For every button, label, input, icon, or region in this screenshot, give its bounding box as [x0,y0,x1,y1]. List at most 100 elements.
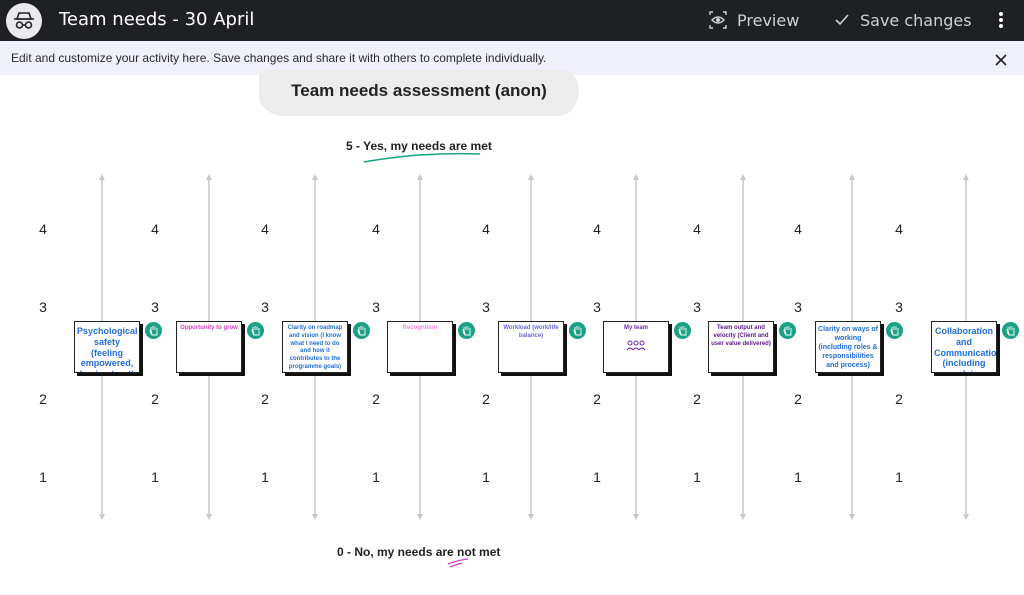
card-label: Clarity on ways of working (including ro… [818,326,878,370]
scale-number: 3 [895,299,903,315]
pink-underline [447,558,469,568]
card-label: My team [623,325,648,331]
scale-number: 1 [261,469,269,485]
scale-number: 2 [261,391,269,407]
axis-arrow-down [528,514,534,520]
card-label: Clarity on roadmap and vision (I know wh… [287,325,343,370]
hand-icon[interactable] [569,322,586,339]
hand-icon[interactable] [145,322,162,339]
green-underline [363,152,481,163]
info-banner: Edit and customize your activity here. S… [0,41,1024,75]
card-label: Recognition [402,325,438,331]
hand-icon[interactable] [353,322,370,339]
card-1[interactable]: Psychological safety (feeling empowered,… [74,321,140,373]
axis-arrow-down [312,514,318,520]
scale-number: 3 [794,299,802,315]
scale-number: 2 [39,391,47,407]
scale-number: 2 [693,391,701,407]
scale-number: 1 [693,469,701,485]
card-4[interactable]: Recognition [387,321,453,373]
axis-arrow-down [633,514,639,520]
scale-number: 4 [39,221,47,237]
axis-arrow-down [963,514,969,520]
top-bar: Team needs - 30 April Preview Save chang… [0,0,1024,41]
scale-number: 3 [482,299,490,315]
save-changes-button[interactable]: Save changes [834,8,972,32]
scale-number: 4 [693,221,701,237]
scale-number: 3 [151,299,159,315]
scale-number: 3 [693,299,701,315]
axis-arrow-up [312,174,318,180]
more-options-icon[interactable] [994,10,1008,30]
scale-number: 2 [482,391,490,407]
axis-arrow-down [740,514,746,520]
axis-arrow-up [417,174,423,180]
scale-number: 3 [39,299,47,315]
hand-icon[interactable] [886,322,903,339]
top-scale-label[interactable]: 5 - Yes, my needs are met [346,139,492,153]
card-label: Psychological safety (feeling empowered,… [77,326,138,372]
hand-icon[interactable] [1002,322,1019,339]
hand-icon[interactable] [779,322,796,339]
scale-number: 1 [151,469,159,485]
scale-number: 1 [372,469,380,485]
hand-icon[interactable] [458,322,475,339]
card-6[interactable]: My team [603,321,669,373]
scale-number: 4 [151,221,159,237]
card-2[interactable]: Opportunity to grow [176,321,242,373]
scale-number: 2 [372,391,380,407]
axis-arrow-up [633,174,639,180]
scale-number: 1 [794,469,802,485]
scale-number: 4 [482,221,490,237]
scale-number: 1 [482,469,490,485]
save-changes-label: Save changes [860,10,972,30]
axis-arrow-up [206,174,212,180]
preview-button[interactable]: Preview [709,8,799,32]
card-label: Team output and velocity (Client and use… [711,325,771,347]
card-5[interactable]: Workload (work/life balance) [498,321,564,373]
people-icon [626,340,646,351]
scale-number: 1 [593,469,601,485]
page-title: Team needs - 30 April [59,9,255,30]
scale-number: 4 [372,221,380,237]
banner-text: Edit and customize your activity here. S… [11,51,547,65]
axis-arrow-down [849,514,855,520]
axis-arrow-down [99,514,105,520]
scale-number: 1 [39,469,47,485]
scale-number: 2 [151,391,159,407]
check-icon [835,14,849,26]
scale-number: 2 [895,391,903,407]
scale-number: 4 [593,221,601,237]
axis-arrow-up [963,174,969,180]
card-label: Collaboration and Communication (includi… [934,326,997,372]
scale-number: 4 [794,221,802,237]
activity-heading[interactable]: Team needs assessment (anon) [291,81,547,100]
card-9[interactable]: Collaboration and Communication (includi… [931,321,997,373]
scale-number: 3 [372,299,380,315]
card-label: Workload (work/life balance) [503,325,559,339]
axis-arrow-down [206,514,212,520]
axis-arrow-up [528,174,534,180]
scale-number: 2 [794,391,802,407]
eye-icon [709,11,727,29]
scale-number: 3 [261,299,269,315]
hand-icon[interactable] [674,322,691,339]
hand-icon[interactable] [247,322,264,339]
scale-number: 4 [261,221,269,237]
axis-arrow-up [849,174,855,180]
scale-number: 3 [593,299,601,315]
axis-arrow-down [417,514,423,520]
scale-number: 2 [593,391,601,407]
scale-number: 4 [895,221,903,237]
close-icon[interactable] [993,52,1009,68]
axis-arrow-up [99,174,105,180]
heading-shape [259,70,579,116]
card-8[interactable]: Clarity on ways of working (including ro… [815,321,881,373]
card-3[interactable]: Clarity on roadmap and vision (I know wh… [282,321,348,373]
bottom-scale-label[interactable]: 0 - No, my needs are not met [337,545,501,559]
card-7[interactable]: Team output and velocity (Client and use… [708,321,774,373]
preview-label: Preview [737,10,800,30]
incognito-logo-icon[interactable] [6,3,42,39]
axis-arrow-up [740,174,746,180]
card-label: Opportunity to grow [180,325,238,331]
